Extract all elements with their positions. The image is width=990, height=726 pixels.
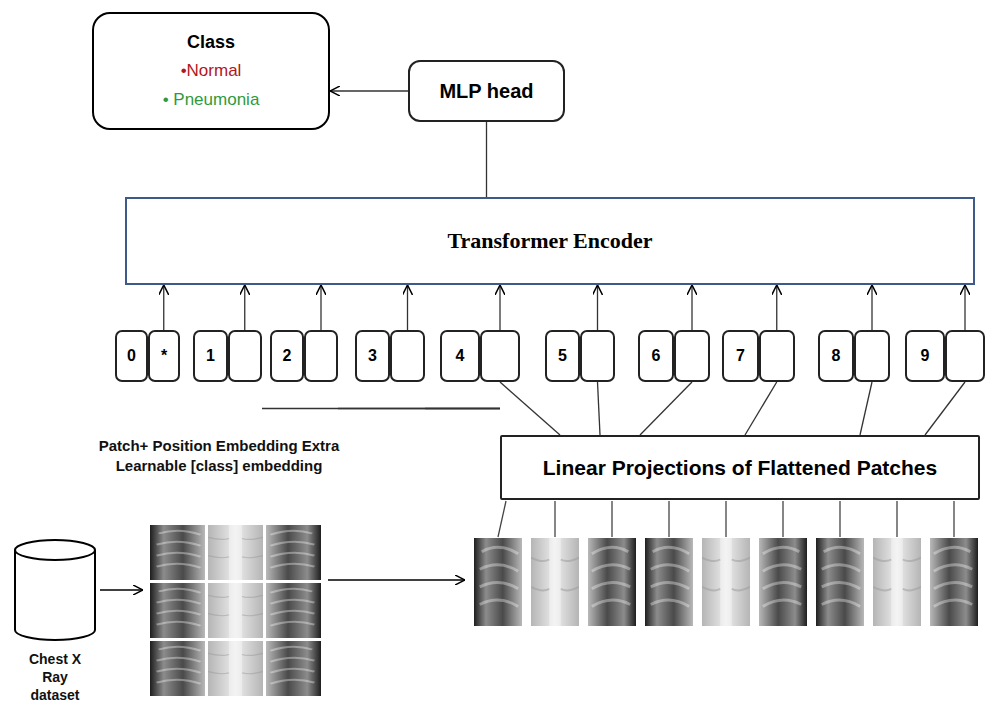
token-number: * — [161, 347, 167, 365]
position-index-cell: 1 — [193, 330, 228, 382]
connector-line — [598, 382, 601, 435]
box-title: Transformer Encoder — [447, 228, 652, 254]
connector-line — [925, 382, 965, 435]
embedding-slot — [759, 330, 795, 382]
connector-arrow — [871, 285, 872, 330]
position-index-cell: 8 — [818, 330, 854, 382]
embedding-slot — [854, 330, 890, 382]
projection-box: Linear Projections of Flattened Patches — [500, 435, 980, 500]
token-number: 5 — [558, 347, 567, 365]
connector-arrow — [244, 285, 245, 330]
embedding-slot — [228, 330, 262, 382]
connector-line — [860, 382, 872, 435]
box-title: MLP head — [439, 79, 533, 103]
encoder-box: Transformer Encoder — [125, 197, 975, 285]
token-number: 8 — [832, 347, 841, 365]
embedding-slot: * — [148, 330, 180, 382]
connector-arrow — [163, 285, 164, 330]
token-number: 1 — [206, 347, 215, 365]
embedding-slot — [304, 330, 338, 382]
connector-line — [640, 382, 692, 435]
connector-arrow — [691, 285, 692, 330]
position-index-cell: 7 — [722, 330, 759, 382]
connector-line — [425, 408, 500, 409]
position-index-cell: 0 — [115, 330, 148, 382]
connector-arrow — [597, 285, 598, 330]
class-option: • Pneumonia — [163, 90, 260, 110]
token-embedding: 5 — [545, 330, 615, 382]
flow-arrow — [328, 579, 465, 581]
token-embedding: 2 — [270, 330, 338, 382]
position-index-cell: 5 — [545, 330, 580, 382]
token-embedding: 4 — [440, 330, 520, 382]
patch-leader-lines — [498, 501, 954, 537]
token-number: 9 — [921, 347, 930, 365]
connector-arrow — [964, 285, 965, 330]
position-index-cell: 3 — [355, 330, 390, 382]
position-index-cell: 2 — [270, 330, 304, 382]
token-number: 7 — [736, 347, 745, 365]
token-embedding: 3 — [355, 330, 425, 382]
token-embedding: 8 — [818, 330, 890, 382]
embedding-slot — [390, 330, 425, 382]
token-embedding: 9 — [905, 330, 985, 382]
connector-arrow — [330, 90, 408, 91]
token-embedding: 0* — [115, 330, 180, 382]
embedding-slot — [945, 330, 985, 382]
connector-arrow — [776, 285, 777, 330]
embedding-caption: Patch+ Position Embedding Extra Learnabl… — [88, 436, 350, 475]
token-embedding: 7 — [722, 330, 795, 382]
token-number: 4 — [456, 347, 465, 365]
class-box: Class •Normal • Pneumonia — [92, 12, 330, 130]
token-number: 6 — [652, 347, 661, 365]
position-index-cell: 4 — [440, 330, 480, 382]
flow-arrow — [100, 589, 143, 591]
token-number: 0 — [127, 347, 136, 365]
connector-line — [338, 408, 500, 409]
connector-line — [745, 382, 777, 435]
embedding-slot — [480, 330, 520, 382]
token-number: 3 — [368, 347, 377, 365]
xray-patch-grid — [150, 525, 321, 696]
token-number: 2 — [283, 347, 292, 365]
connector-arrow — [407, 285, 408, 330]
token-embedding: 6 — [638, 330, 710, 382]
class-heading: Class — [187, 32, 235, 54]
flattened-patches — [474, 538, 978, 626]
connector-line — [500, 382, 560, 435]
connector-line — [486, 122, 487, 197]
dataset-caption: Chest X Ray dataset — [18, 650, 92, 705]
embedding-slot — [674, 330, 710, 382]
position-index-cell: 6 — [638, 330, 674, 382]
database-cylinder — [15, 540, 95, 640]
position-index-cell: 9 — [905, 330, 945, 382]
token-embedding: 1 — [193, 330, 262, 382]
connector-arrow — [499, 285, 500, 330]
connector-arrow — [320, 285, 321, 330]
connector-line — [262, 408, 500, 409]
mlp-head-box: MLP head — [408, 60, 565, 122]
class-option: •Normal — [181, 61, 242, 81]
box-title: Linear Projections of Flattened Patches — [543, 455, 937, 480]
embedding-slot — [580, 330, 615, 382]
